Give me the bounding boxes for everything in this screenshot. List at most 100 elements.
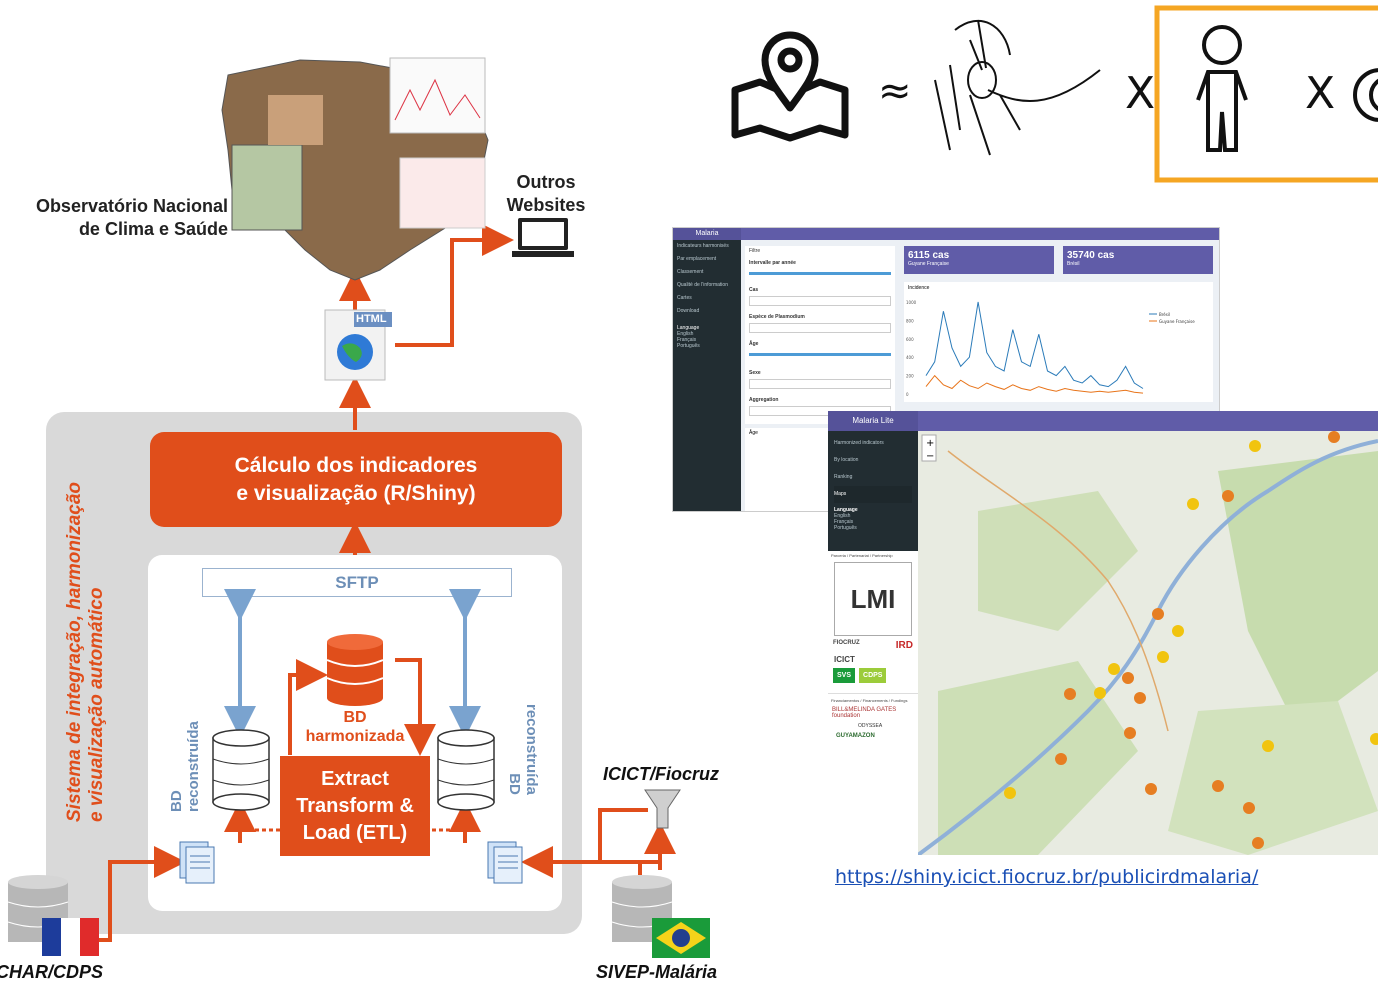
arrow-harm-to-right (395, 658, 436, 756)
map-marker[interactable] (1243, 802, 1255, 814)
map-marker[interactable] (1262, 740, 1274, 752)
formula-highlight-box (1154, 5, 1378, 183)
observatorio-line2: de Clima e Saúde (78, 219, 228, 239)
map-marker[interactable] (1370, 733, 1378, 745)
shot2-partners-label: Parceria / Partenariat / Partnership (831, 553, 893, 558)
y-tick-label: 800 (906, 318, 914, 323)
map-marker[interactable] (1094, 687, 1106, 699)
map-marker[interactable] (1064, 688, 1076, 700)
shot1-menu-item[interactable]: Classement (677, 269, 704, 275)
shot1-lang-option[interactable]: English (677, 331, 694, 337)
shot1-filter-field: Âge (749, 341, 759, 347)
mosquito-icon (934, 19, 1101, 156)
cdps-logo: CDPS (859, 668, 887, 683)
shot2-partners-panel: Parceria / Partenariat / Partnership LMI… (828, 551, 918, 855)
shot2-menu-item[interactable]: Harmonized indicators (834, 440, 884, 446)
map-marker[interactable] (1055, 753, 1067, 765)
approx-sign: ≈ (878, 68, 912, 114)
shot2-menu-item[interactable]: Maps (834, 486, 912, 503)
map-marker[interactable] (1172, 625, 1184, 637)
shot1-select[interactable] (749, 379, 891, 389)
map-marker[interactable] (1145, 783, 1157, 795)
shot1-lang-option[interactable]: Português (677, 343, 700, 349)
map-marker[interactable] (1122, 672, 1134, 684)
map-marker[interactable] (1222, 490, 1234, 502)
shot1-menu-item[interactable]: Qualité de l'information (677, 282, 728, 288)
shot1-menu-item[interactable]: Par emplacement (677, 256, 717, 262)
arrow-etl-to-harm-left (288, 659, 328, 755)
shot1-menu-item[interactable]: Download (677, 308, 700, 314)
shot1-slider[interactable] (749, 353, 891, 356)
shot1-stat1-label: Guyane Française (908, 261, 949, 267)
shot2-lang-option[interactable]: Français (834, 519, 854, 525)
map-marker[interactable] (1212, 780, 1224, 792)
etl-line1: Extract (321, 767, 389, 790)
shot1-select[interactable] (749, 323, 891, 333)
map-marker[interactable] (1152, 608, 1164, 620)
shot2-lang-option[interactable]: Português (834, 525, 857, 531)
shot1-menu-item[interactable]: Cartes (677, 295, 692, 301)
icict-logo: ICICT (834, 655, 855, 664)
shot1-topbar (741, 228, 1219, 240)
shot2-logo: Malaria Lite (828, 411, 918, 431)
shot1-stat2-value: 35740 cas (1067, 250, 1115, 261)
svs-cdps-row: SVS CDPS (828, 666, 918, 685)
map-marker[interactable] (1328, 431, 1340, 443)
shot1-filter-field: Aggregation (749, 397, 779, 403)
partial-circle-icon (1353, 68, 1378, 122)
map-marker[interactable] (1004, 787, 1016, 799)
arrow-html-to-websites (395, 224, 514, 347)
shot1-stat1-value: 6115 cas (908, 250, 950, 261)
shot1-menu-item[interactable]: Indicateurs harmonisés (677, 243, 729, 249)
fiocruz-logo: FIOCRUZ (833, 640, 860, 646)
app-url-link[interactable]: https://shiny.icict.fiocruz.br/publicird… (835, 866, 1259, 888)
shot2-menu-item[interactable]: Ranking (834, 474, 853, 480)
y-tick-label: 1000 (906, 300, 917, 305)
map-marker[interactable] (1108, 663, 1120, 675)
calc-box: Cálculo dos indicadores e visualização (… (150, 432, 562, 527)
map-marker[interactable] (1124, 727, 1136, 739)
map-marker[interactable] (1157, 651, 1169, 663)
bd-harmonizada-label: BD harmonizada (290, 708, 420, 746)
map-marker[interactable] (1249, 440, 1261, 452)
guyamazon-logo: GUYAMAZON (836, 733, 875, 739)
map-pin-icon (731, 31, 849, 142)
shot1-filter-field: Cas (749, 287, 759, 293)
shot2-language-label: Language (834, 507, 858, 513)
road (947, 450, 1169, 732)
y-tick-label: 600 (906, 337, 914, 342)
zoom-out-icon[interactable]: − (926, 451, 934, 462)
shot1-sidebar: Malaria Indicateurs harmonisés Par empla… (673, 228, 741, 511)
partner-logos-row: FIOCRUZ IRD (828, 638, 918, 653)
shot1-lang-option[interactable]: Français (677, 337, 697, 343)
outros-line1: Outros (516, 172, 576, 192)
etl-line3: Load (ETL) (302, 821, 408, 844)
shot1-menu: Indicateurs harmonisés Par emplacement C… (673, 240, 741, 352)
map-view[interactable]: + − (918, 431, 1378, 855)
shot1-filter-title: Filtre (749, 248, 761, 254)
shot2-menu-item[interactable]: By location (834, 457, 859, 463)
bd-reconstruida-left-label: BD reconstruída (168, 721, 202, 812)
link-right-db-etl (430, 810, 467, 832)
brazil-flag-icon (652, 918, 710, 958)
outros-line2: Websites (506, 195, 586, 215)
y-tick-label: 400 (906, 355, 914, 360)
shot1-slider[interactable] (749, 272, 891, 275)
outros-websites-label: Outros Websites (496, 171, 596, 217)
shot1-select[interactable] (749, 296, 891, 306)
map-marker[interactable] (1187, 498, 1199, 510)
shot1-filter-field: Espèce de Plasmodium (749, 314, 805, 320)
shot2-lang-option[interactable]: English (834, 513, 851, 519)
y-tick-label: 0 (906, 392, 909, 397)
zoom-in-icon[interactable]: + (926, 438, 934, 449)
map-marker[interactable] (1134, 692, 1146, 704)
map-marker[interactable] (1252, 837, 1264, 849)
document-stack-left-icon (179, 841, 215, 884)
arrow-filter-to-right (598, 808, 648, 862)
bd-reconstruida-right-icon (437, 729, 495, 811)
series-line (925, 374, 1144, 394)
map-markers (1004, 431, 1378, 849)
zoom-control[interactable] (921, 434, 937, 462)
